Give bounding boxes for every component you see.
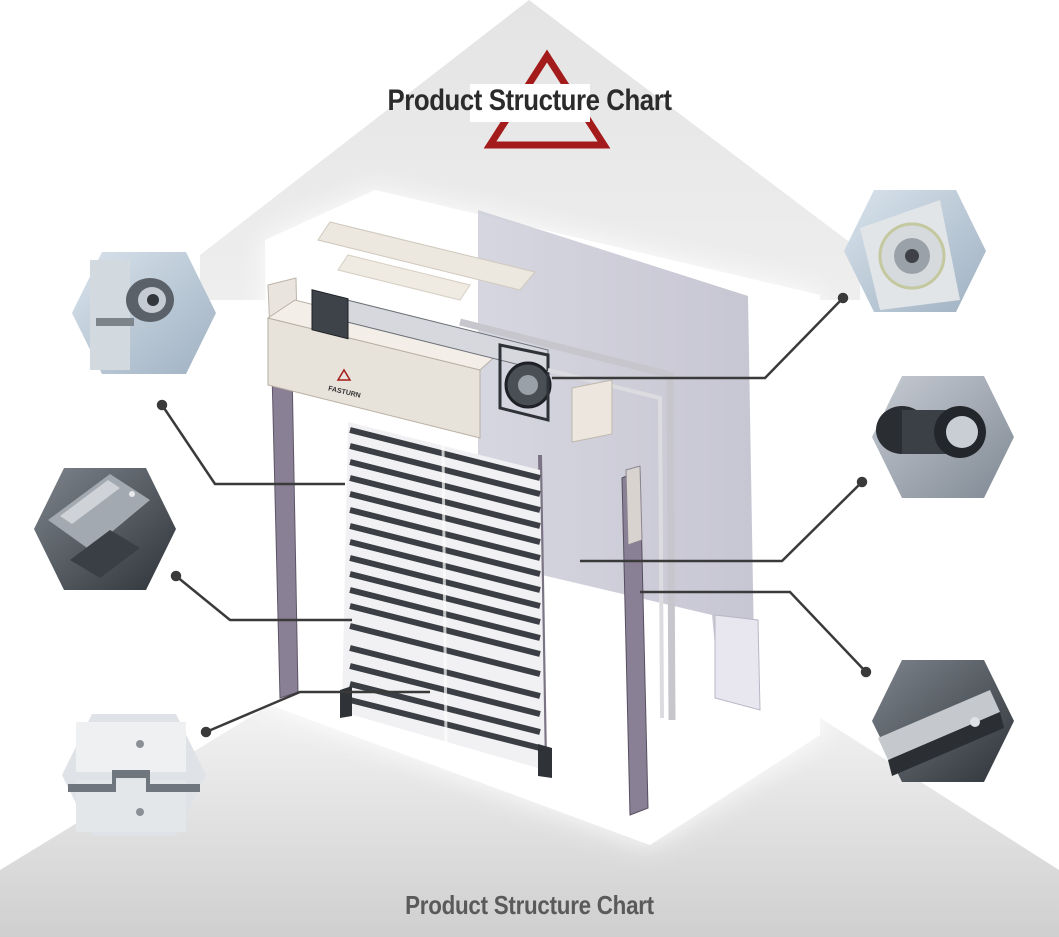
callout-spiral-drum-wheel (844, 190, 986, 312)
wheel-icon (860, 200, 960, 310)
leader-line-wheel (552, 297, 844, 380)
callout-aluminum-profile (34, 468, 176, 590)
leader-line-track (640, 590, 867, 673)
leader-line-hinge (205, 690, 430, 734)
leader-line-profile (175, 575, 352, 622)
door-slats (340, 422, 552, 778)
leader-lines (156, 292, 872, 738)
hinge-icon (68, 722, 200, 832)
callout-bearing-housing (72, 252, 216, 374)
roller-icon (876, 406, 986, 458)
background-floor (0, 705, 1059, 937)
track-icon (878, 690, 1004, 776)
back-wall (478, 210, 755, 705)
title-triangle-logo (470, 49, 611, 149)
callout-guide-track (872, 660, 1014, 782)
bearing-icon (96, 278, 174, 326)
leader-line-roller (580, 481, 863, 563)
callout-hinge-joint (62, 714, 206, 836)
callout-roller-wheel (872, 376, 1014, 498)
leader-line-bearing (160, 404, 345, 486)
page-title: Product Structure Chart (387, 84, 672, 117)
profile-icon (48, 474, 150, 578)
footer-title: Product Structure Chart (405, 890, 654, 920)
bearing-icon-plate (90, 260, 130, 370)
door-assembly (266, 277, 676, 816)
